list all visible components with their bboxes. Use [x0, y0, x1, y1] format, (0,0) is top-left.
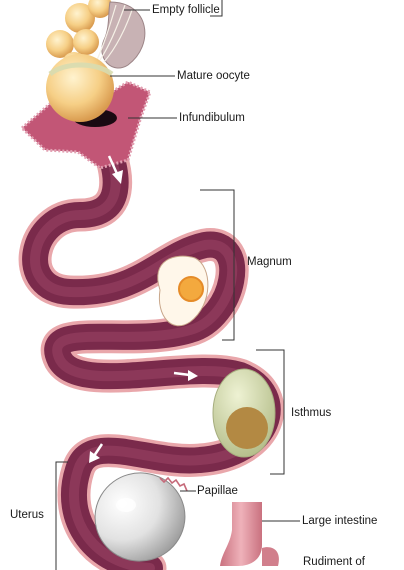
ovary-cluster — [46, 0, 146, 122]
isthmus-yolk — [226, 407, 268, 449]
bracket-magnum — [200, 189, 235, 341]
intestine-rudiment — [262, 547, 279, 566]
arrow-down-icon — [89, 443, 104, 463]
follicle — [46, 30, 74, 58]
oviduct-lumen-shade — [30, 135, 273, 570]
arrow-down-icon — [107, 155, 123, 184]
label-papillae: Papillae — [197, 485, 238, 497]
large-intestine — [220, 502, 279, 566]
follicle — [65, 3, 95, 33]
leader-empty-follicle-bracket — [210, 0, 223, 17]
oviduct-tube — [18, 123, 285, 570]
arrow-right-icon — [91, 258, 114, 274]
isthmus-egg — [212, 368, 276, 458]
mature-oocyte — [46, 54, 114, 122]
label-mature-oocyte: Mature oocyte — [177, 70, 250, 82]
label-infundibulum: Infundibulum — [179, 112, 245, 124]
label-magnum: Magnum — [247, 256, 292, 268]
follicle-stalks — [95, 4, 133, 63]
label-uterus: Uterus — [10, 509, 44, 521]
magnum-yolk — [178, 276, 204, 302]
arrow-right-icon — [173, 370, 198, 381]
bracket-isthmus — [256, 349, 285, 475]
leader-lines — [55, 0, 300, 570]
label-rudiment-of: Rudiment of — [303, 556, 366, 568]
intestine-tube — [220, 502, 262, 566]
uterus-egg — [94, 472, 188, 562]
follicle — [73, 29, 99, 55]
egg-highlight — [116, 498, 136, 512]
magnum-egg — [157, 255, 209, 327]
oocyte-stigma-band — [48, 62, 114, 77]
bracket-uterus — [55, 461, 68, 570]
follicle — [88, 0, 112, 18]
papillae-ridge — [159, 476, 188, 492]
label-large-intestine: Large intestine — [302, 515, 378, 527]
movement-arrows — [89, 155, 198, 463]
shelled-egg — [94, 472, 186, 562]
label-isthmus: Isthmus — [291, 407, 332, 419]
label-empty-follicle: Empty follicle — [152, 4, 220, 16]
